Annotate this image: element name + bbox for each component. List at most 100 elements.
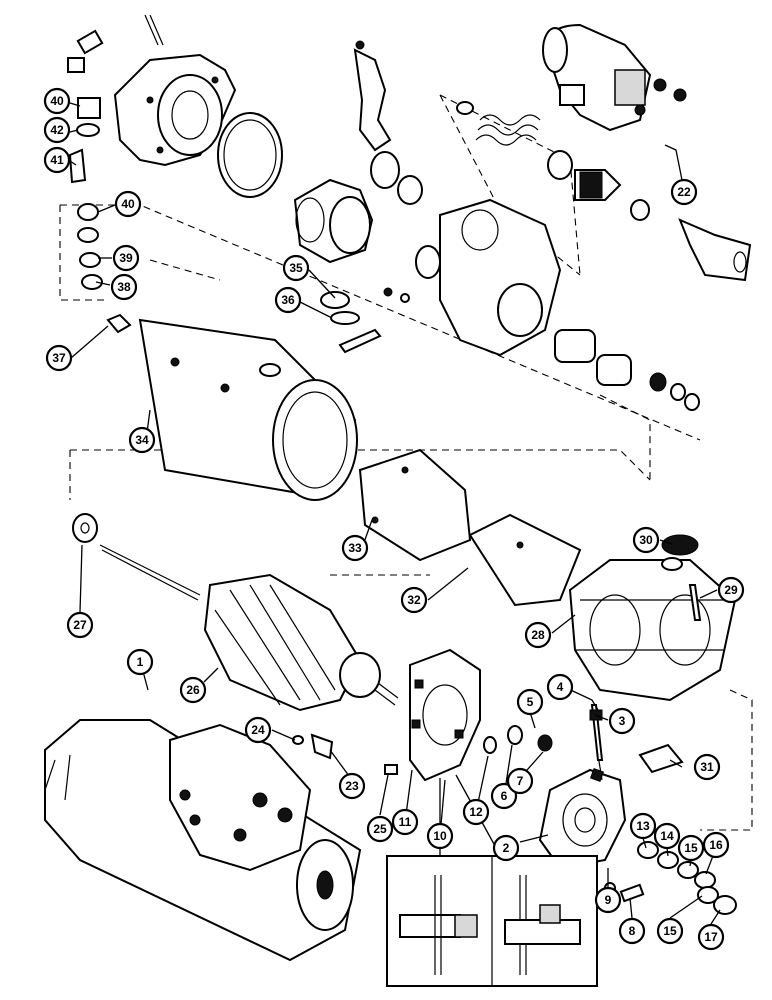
callout-6: 6 [490, 782, 518, 810]
shift-lever-pivot [320, 291, 360, 325]
callout-10: 10 [426, 822, 454, 850]
svg-text:24: 24 [251, 723, 265, 737]
svg-text:7: 7 [517, 774, 524, 788]
callout-29: 29 [717, 576, 745, 604]
svg-text:35: 35 [289, 261, 303, 275]
svg-text:31: 31 [700, 760, 714, 774]
callout-39: 39 [112, 244, 140, 272]
svg-text:42: 42 [50, 123, 64, 137]
callout-7: 7 [506, 767, 534, 795]
callout-41: 41 [43, 146, 71, 174]
shift-lever [353, 40, 392, 152]
callout-15-lower: 15 [656, 917, 684, 945]
callout-42: 42 [43, 116, 71, 144]
callout-17: 17 [697, 923, 725, 951]
housing-bolts [67, 14, 164, 73]
svg-text:29: 29 [724, 583, 738, 597]
drive-end-housing [113, 53, 237, 167]
svg-text:6: 6 [501, 789, 508, 803]
armature [99, 544, 399, 712]
svg-text:9: 9 [605, 893, 612, 907]
callouts: 1 2 3 4 5 6 7 8 9 10 11 12 13 14 15 15 1… [43, 87, 745, 951]
callout-1: 1 [126, 648, 154, 676]
drive-end-gasket [217, 112, 283, 198]
svg-text:14: 14 [660, 829, 674, 843]
callout-33: 33 [341, 534, 369, 562]
callout-25: 25 [366, 815, 394, 843]
svg-text:15: 15 [663, 924, 677, 938]
svg-text:3: 3 [619, 714, 626, 728]
field-frame [138, 318, 358, 501]
bearings-and-washers-upper [338, 151, 700, 411]
svg-text:15: 15 [684, 841, 698, 855]
svg-text:39: 39 [119, 251, 133, 265]
svg-text:32: 32 [407, 593, 421, 607]
svg-text:36: 36 [281, 293, 295, 307]
callout-23: 23 [338, 772, 366, 800]
callout-3: 3 [608, 707, 636, 735]
svg-text:25: 25 [373, 822, 387, 836]
brush-plate-insulator [638, 743, 684, 774]
callout-12: 12 [462, 798, 490, 826]
washer-stack [68, 97, 132, 334]
callout-40-upper: 40 [43, 87, 71, 115]
callout-9: 9 [594, 886, 622, 914]
through-bolt [589, 704, 604, 761]
callout-16: 16 [702, 831, 730, 859]
field-insulator [468, 513, 582, 607]
callout-28: 28 [524, 621, 552, 649]
svg-text:1: 1 [137, 655, 144, 669]
terminal-hardware [604, 841, 737, 915]
solenoid [542, 23, 687, 132]
svg-text:8: 8 [629, 924, 636, 938]
gear-housing [439, 198, 562, 357]
callout-36: 36 [274, 286, 302, 314]
small-terminal-parts [292, 733, 605, 783]
callout-5: 5 [516, 688, 544, 716]
callout-40-lower: 40 [114, 190, 142, 218]
svg-text:10: 10 [433, 829, 447, 843]
svg-text:17: 17 [704, 930, 718, 944]
callout-11: 11 [391, 808, 419, 836]
callout-37: 37 [45, 344, 73, 372]
svg-text:26: 26 [186, 683, 200, 697]
brush-springs [483, 725, 553, 754]
svg-text:41: 41 [50, 153, 64, 167]
callout-22: 22 [670, 178, 698, 206]
callout-15-upper: 15 [677, 834, 705, 862]
svg-text:30: 30 [639, 533, 653, 547]
callout-26: 26 [179, 676, 207, 704]
commutator-end-frame [538, 754, 627, 870]
thrust-washer [72, 513, 98, 543]
callout-8: 8 [618, 917, 646, 945]
pole-shoe [358, 448, 472, 562]
svg-text:40: 40 [121, 197, 135, 211]
svg-text:16: 16 [709, 838, 723, 852]
svg-text:12: 12 [469, 805, 483, 819]
svg-text:37: 37 [52, 351, 66, 365]
svg-text:4: 4 [557, 680, 564, 694]
callout-31: 31 [693, 753, 721, 781]
callout-27: 27 [66, 611, 94, 639]
terminal-stud [661, 534, 702, 621]
brush-holder [409, 648, 481, 782]
plunger [547, 150, 650, 221]
assembled-starter [44, 719, 362, 962]
callout-35: 35 [282, 254, 310, 282]
callout-13: 13 [629, 812, 657, 840]
svg-text:38: 38 [117, 280, 131, 294]
callout-2: 2 [492, 834, 520, 862]
svg-text:34: 34 [135, 433, 149, 447]
svg-text:5: 5 [527, 695, 534, 709]
callout-30: 30 [632, 526, 660, 554]
svg-text:2: 2 [503, 841, 510, 855]
svg-text:40: 40 [50, 94, 64, 108]
callout-4: 4 [546, 673, 574, 701]
svg-text:11: 11 [399, 815, 412, 829]
solenoid-spring [456, 101, 541, 146]
callout-24: 24 [244, 716, 272, 744]
svg-text:27: 27 [73, 618, 87, 632]
field-coils [568, 559, 737, 702]
svg-text:33: 33 [348, 541, 362, 555]
